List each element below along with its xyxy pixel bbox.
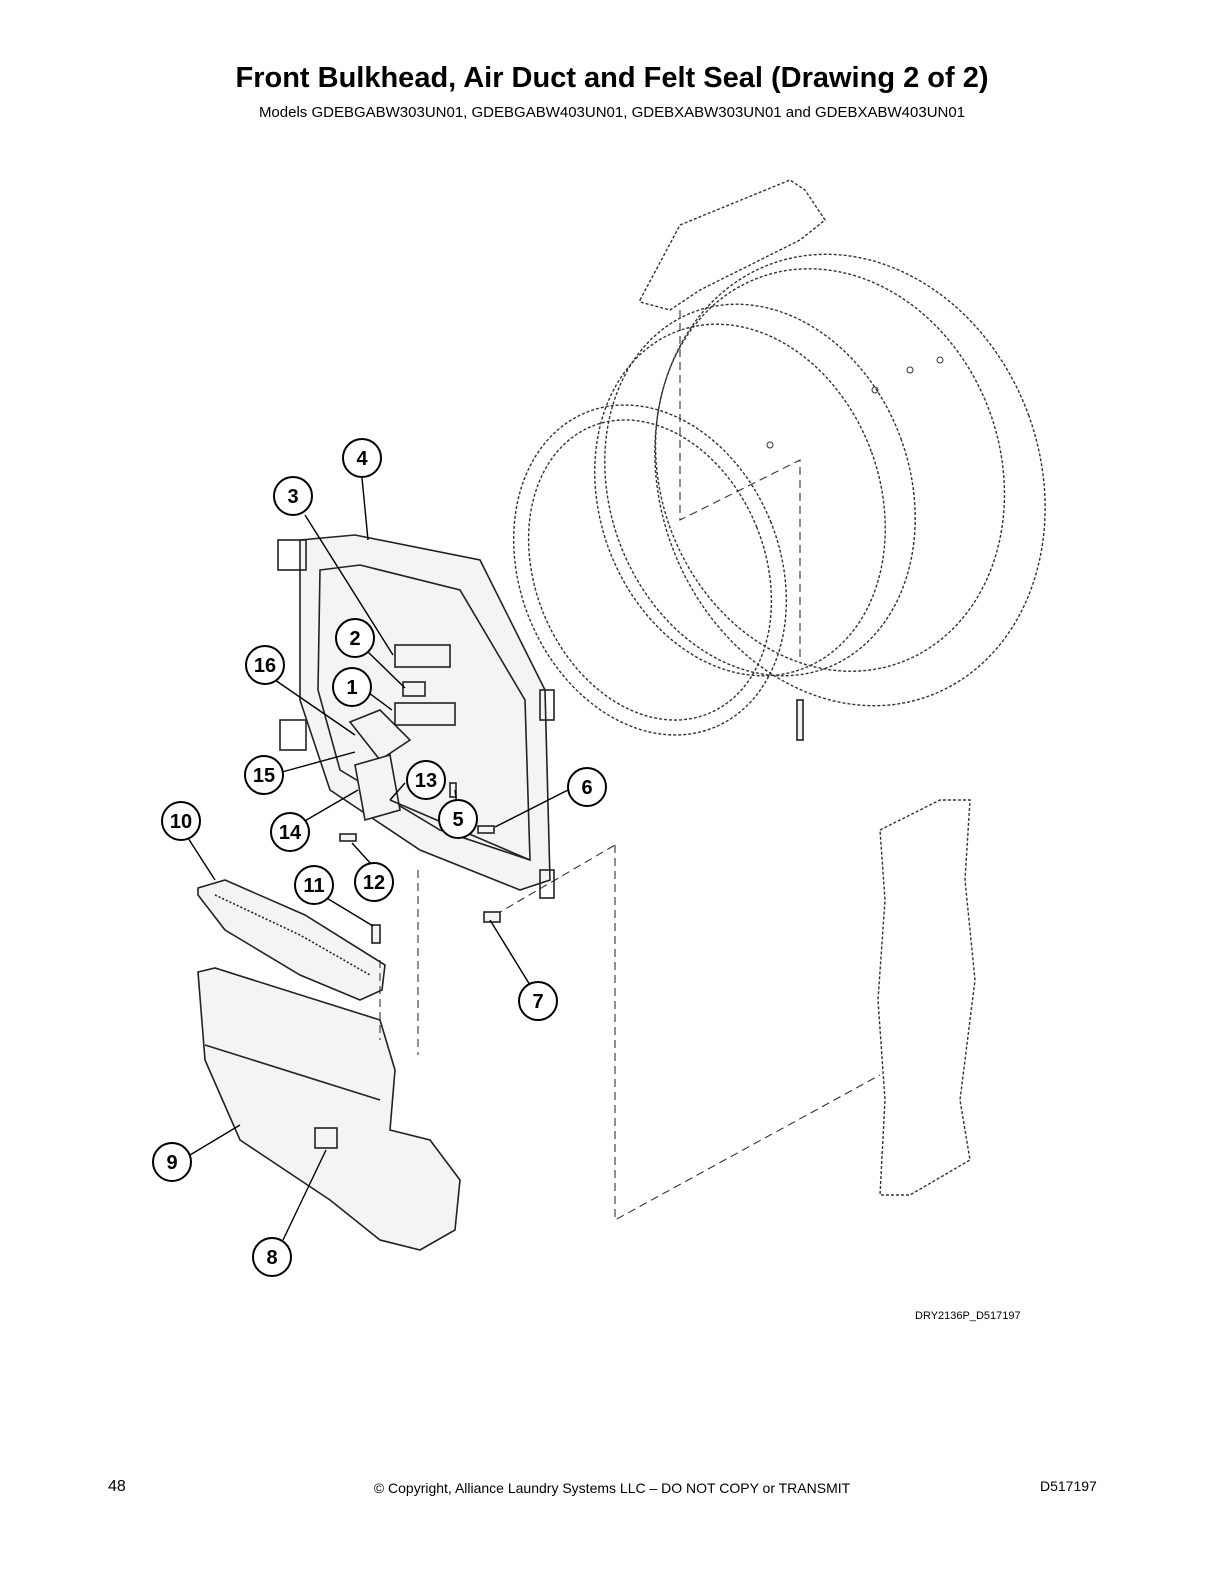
part-3-housing (394, 644, 451, 668)
svg-text:13: 13 (415, 770, 437, 792)
felt-seal (512, 404, 788, 736)
drawing-code: DRY2136P_D517197 (915, 1310, 1021, 1322)
lint-screen (197, 879, 386, 1001)
part-16-plate (348, 709, 412, 762)
svg-text:12: 12 (363, 872, 385, 894)
page-subtitle: Models GDEBGABW303UN01, GDEBGABW403UN01,… (258, 104, 966, 121)
callout-3: 3 (273, 476, 313, 516)
callout-6: 6 (567, 767, 607, 807)
duct-label (314, 1127, 338, 1149)
svg-text:4: 4 (356, 448, 368, 470)
callout-15: 15 (244, 755, 284, 795)
copyright-notice: © Copyright, Alliance Laundry Systems LL… (373, 1480, 851, 1496)
part-11-screw (371, 924, 381, 944)
callout-8: 8 (252, 1237, 292, 1277)
part-12-screw (339, 833, 357, 842)
air-duct (197, 967, 461, 1251)
callout-7: 7 (518, 981, 558, 1021)
drum-ghost (594, 253, 1046, 707)
document-number: D517197 (1040, 1478, 1097, 1494)
drum-screw (796, 699, 804, 741)
baffle-ghost (639, 179, 826, 311)
side-panel-ghost (877, 799, 976, 1196)
part-1-lens (394, 702, 456, 726)
callout-12: 12 (354, 862, 394, 902)
svg-text:6: 6 (581, 777, 592, 799)
svg-text:7: 7 (532, 991, 543, 1013)
svg-text:5: 5 (452, 809, 463, 831)
svg-text:1: 1 (346, 677, 357, 699)
callout-14: 14 (270, 812, 310, 852)
callout-13: 13 (406, 760, 446, 800)
svg-text:15: 15 (253, 765, 275, 787)
page-number: 48 (108, 1478, 126, 1495)
part-7-screw (483, 911, 501, 923)
callout-11: 11 (294, 865, 334, 905)
page-title: Front Bulkhead, Air Duct and Felt Seal (… (235, 62, 989, 94)
svg-text:14: 14 (279, 822, 302, 844)
callout-5: 5 (438, 799, 478, 839)
callout-2: 2 (335, 618, 375, 658)
part-5-screw (449, 782, 457, 798)
callout-10: 10 (161, 801, 201, 841)
svg-text:9: 9 (166, 1152, 177, 1174)
svg-text:2: 2 (349, 628, 360, 650)
svg-text:10: 10 (170, 811, 192, 833)
svg-text:8: 8 (266, 1247, 277, 1269)
callout-4: 4 (342, 438, 382, 478)
callout-9: 9 (152, 1142, 192, 1182)
part-14-bracket (354, 753, 401, 822)
svg-text:16: 16 (254, 655, 276, 677)
part-6-screw (477, 825, 495, 834)
callout-16: 16 (245, 645, 285, 685)
callout-1: 1 (332, 667, 372, 707)
svg-text:3: 3 (287, 486, 298, 508)
svg-text:11: 11 (303, 875, 324, 897)
part-2-bulb (402, 681, 426, 697)
